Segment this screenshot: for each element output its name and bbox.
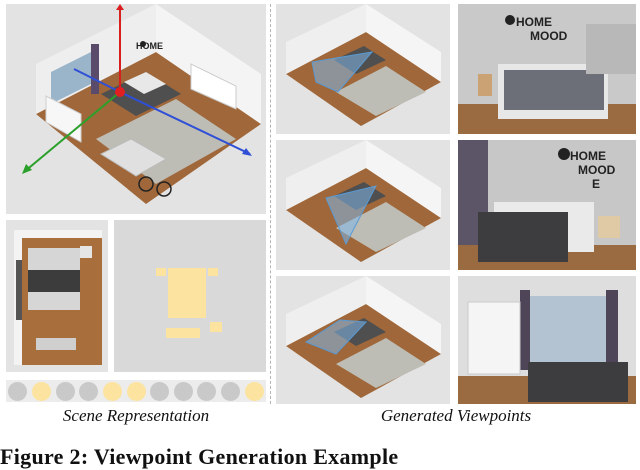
viewpoint-1-render: HOME MOOD (458, 4, 636, 134)
axis-x-arrowhead (22, 164, 32, 174)
axis-y-arrowhead (116, 4, 124, 10)
caption-generated-viewpoints: Generated Viewpoints (380, 406, 532, 425)
topdown-curtain (16, 260, 22, 320)
viewpoint-slot-dot (126, 382, 146, 401)
viewpoint-slot-dot (221, 382, 241, 401)
viewpoint-1-photo: HOME MOOD (458, 4, 636, 134)
viewpoint-slot-dot (173, 382, 193, 401)
wall-clock-icon (558, 148, 570, 160)
semantic-nightstand-right (208, 268, 218, 276)
camera-frustum-2 (325, 185, 377, 246)
topdown-blanket (28, 270, 80, 292)
photo-2-wall-text-1: HOME (570, 149, 606, 163)
scene-3d-panel: HOME (6, 4, 266, 214)
axis-z-blue (119, 91, 251, 155)
bed-pillows (124, 72, 166, 94)
desk (190, 63, 237, 110)
sofa (99, 138, 168, 177)
photo-1-wall-text-2: MOOD (530, 29, 568, 43)
wall-text-home: HOME (136, 41, 163, 51)
viewpoint-slot-dot (31, 382, 51, 401)
bicycle-wheel-back (138, 176, 154, 192)
viewpoint-3-photo (458, 276, 636, 404)
viewpoint-3-overview (276, 276, 450, 404)
viewpoint-2-room (286, 140, 441, 262)
semantic-bed-block (168, 268, 206, 318)
viewpoint-slot-dot (150, 382, 170, 401)
caption-scene-representation: Scene Representation (62, 406, 210, 425)
viewpoint-1-overview (276, 4, 450, 134)
origin-point (115, 87, 125, 97)
topdown-nightstand (80, 246, 92, 258)
viewpoint-slot-dot (55, 382, 75, 401)
axis-x-green (23, 91, 121, 173)
room-window (51, 52, 91, 104)
viewpoint-3-render (458, 276, 636, 404)
viewpoint-slot-strip (6, 380, 266, 402)
viewpoint-2-photo: HOME MOOD E (458, 140, 636, 270)
topdown-floorplan-panel (6, 220, 108, 372)
viewpoint-3-room (286, 276, 441, 398)
wall-clock-icon (140, 41, 146, 47)
camera-frustum-1 (311, 51, 374, 93)
viewpoint-slot-dot (244, 382, 264, 401)
room-curtain (91, 44, 99, 94)
topdown-wall-top (14, 230, 102, 238)
axis-z-arrowhead (242, 148, 252, 156)
viewpoint-slot-dot (79, 382, 99, 401)
isometric-room-drawing: HOME (22, 4, 261, 204)
photo-2-wall-text-3: E (592, 177, 600, 191)
viewpoint-1-room (286, 4, 441, 126)
semantic-map-drawing (156, 268, 222, 338)
viewpoint-2-overview (276, 140, 450, 270)
figure-caption: Figure 2: Viewpoint Generation Example (0, 444, 399, 469)
photo-1-wall-text-1: HOME (516, 15, 552, 29)
viewpoint-slot-dot (197, 382, 217, 401)
column-divider (270, 4, 271, 404)
photo-2-wall-text-2: MOOD (578, 163, 616, 177)
semantic-stool (210, 322, 222, 332)
topdown-desk (36, 338, 76, 350)
viewpoint-slot-dot (102, 382, 122, 401)
camera-frustum-3 (304, 319, 368, 355)
semantic-map-panel (114, 220, 266, 372)
semantic-bench (166, 328, 200, 338)
viewpoint-2-render: HOME MOOD E (458, 140, 636, 270)
wall-clock-icon (505, 15, 515, 25)
topdown-floorplan-drawing (14, 230, 102, 365)
semantic-nightstand-left (156, 268, 166, 276)
axis-z-negative (73, 68, 121, 93)
viewpoint-slot-dot (8, 382, 28, 401)
bicycle-wheel-front (156, 181, 172, 197)
